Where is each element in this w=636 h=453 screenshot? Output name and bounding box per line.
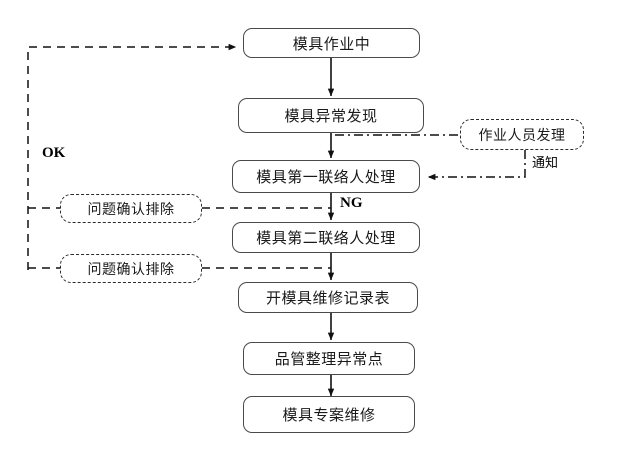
node-label: 作业人员发理 <box>478 126 566 143</box>
label-ok: OK <box>42 145 66 161</box>
node-repair-record[interactable]: 开模具维修记录表 <box>238 282 418 313</box>
node-mold-abnormality[interactable]: 模具异常发现 <box>238 98 424 133</box>
node-problem-confirm-one[interactable]: 问题确认排除 <box>60 194 202 223</box>
node-problem-confirm-two[interactable]: 问题确认排除 <box>60 254 202 283</box>
node-label: 模具第一联络人处理 <box>256 169 396 186</box>
node-quality-summary[interactable]: 品管整理异常点 <box>243 342 415 375</box>
node-label: 模具作业中 <box>292 35 371 53</box>
node-operator-handling[interactable]: 作业人员发理 <box>460 119 584 150</box>
node-special-repair[interactable]: 模具专案维修 <box>243 396 415 433</box>
node-label: 品管整理异常点 <box>274 351 384 368</box>
node-label: 开模具维修记录表 <box>265 290 390 307</box>
notify-return-path <box>427 150 526 181</box>
node-label: 模具专案维修 <box>282 407 376 424</box>
node-second-contact[interactable]: 模具第二联络人处理 <box>232 222 420 253</box>
node-label: 问题确认排除 <box>87 260 175 277</box>
node-mold-operating[interactable]: 模具作业中 <box>243 28 420 58</box>
node-first-contact[interactable]: 模具第一联络人处理 <box>232 160 420 193</box>
node-label: 模具异常发现 <box>284 108 378 125</box>
node-label: 模具第二联络人处理 <box>256 230 396 247</box>
label-ng: NG <box>340 195 363 211</box>
node-label: 问题确认排除 <box>87 200 175 217</box>
label-notify: 通知 <box>532 155 559 170</box>
